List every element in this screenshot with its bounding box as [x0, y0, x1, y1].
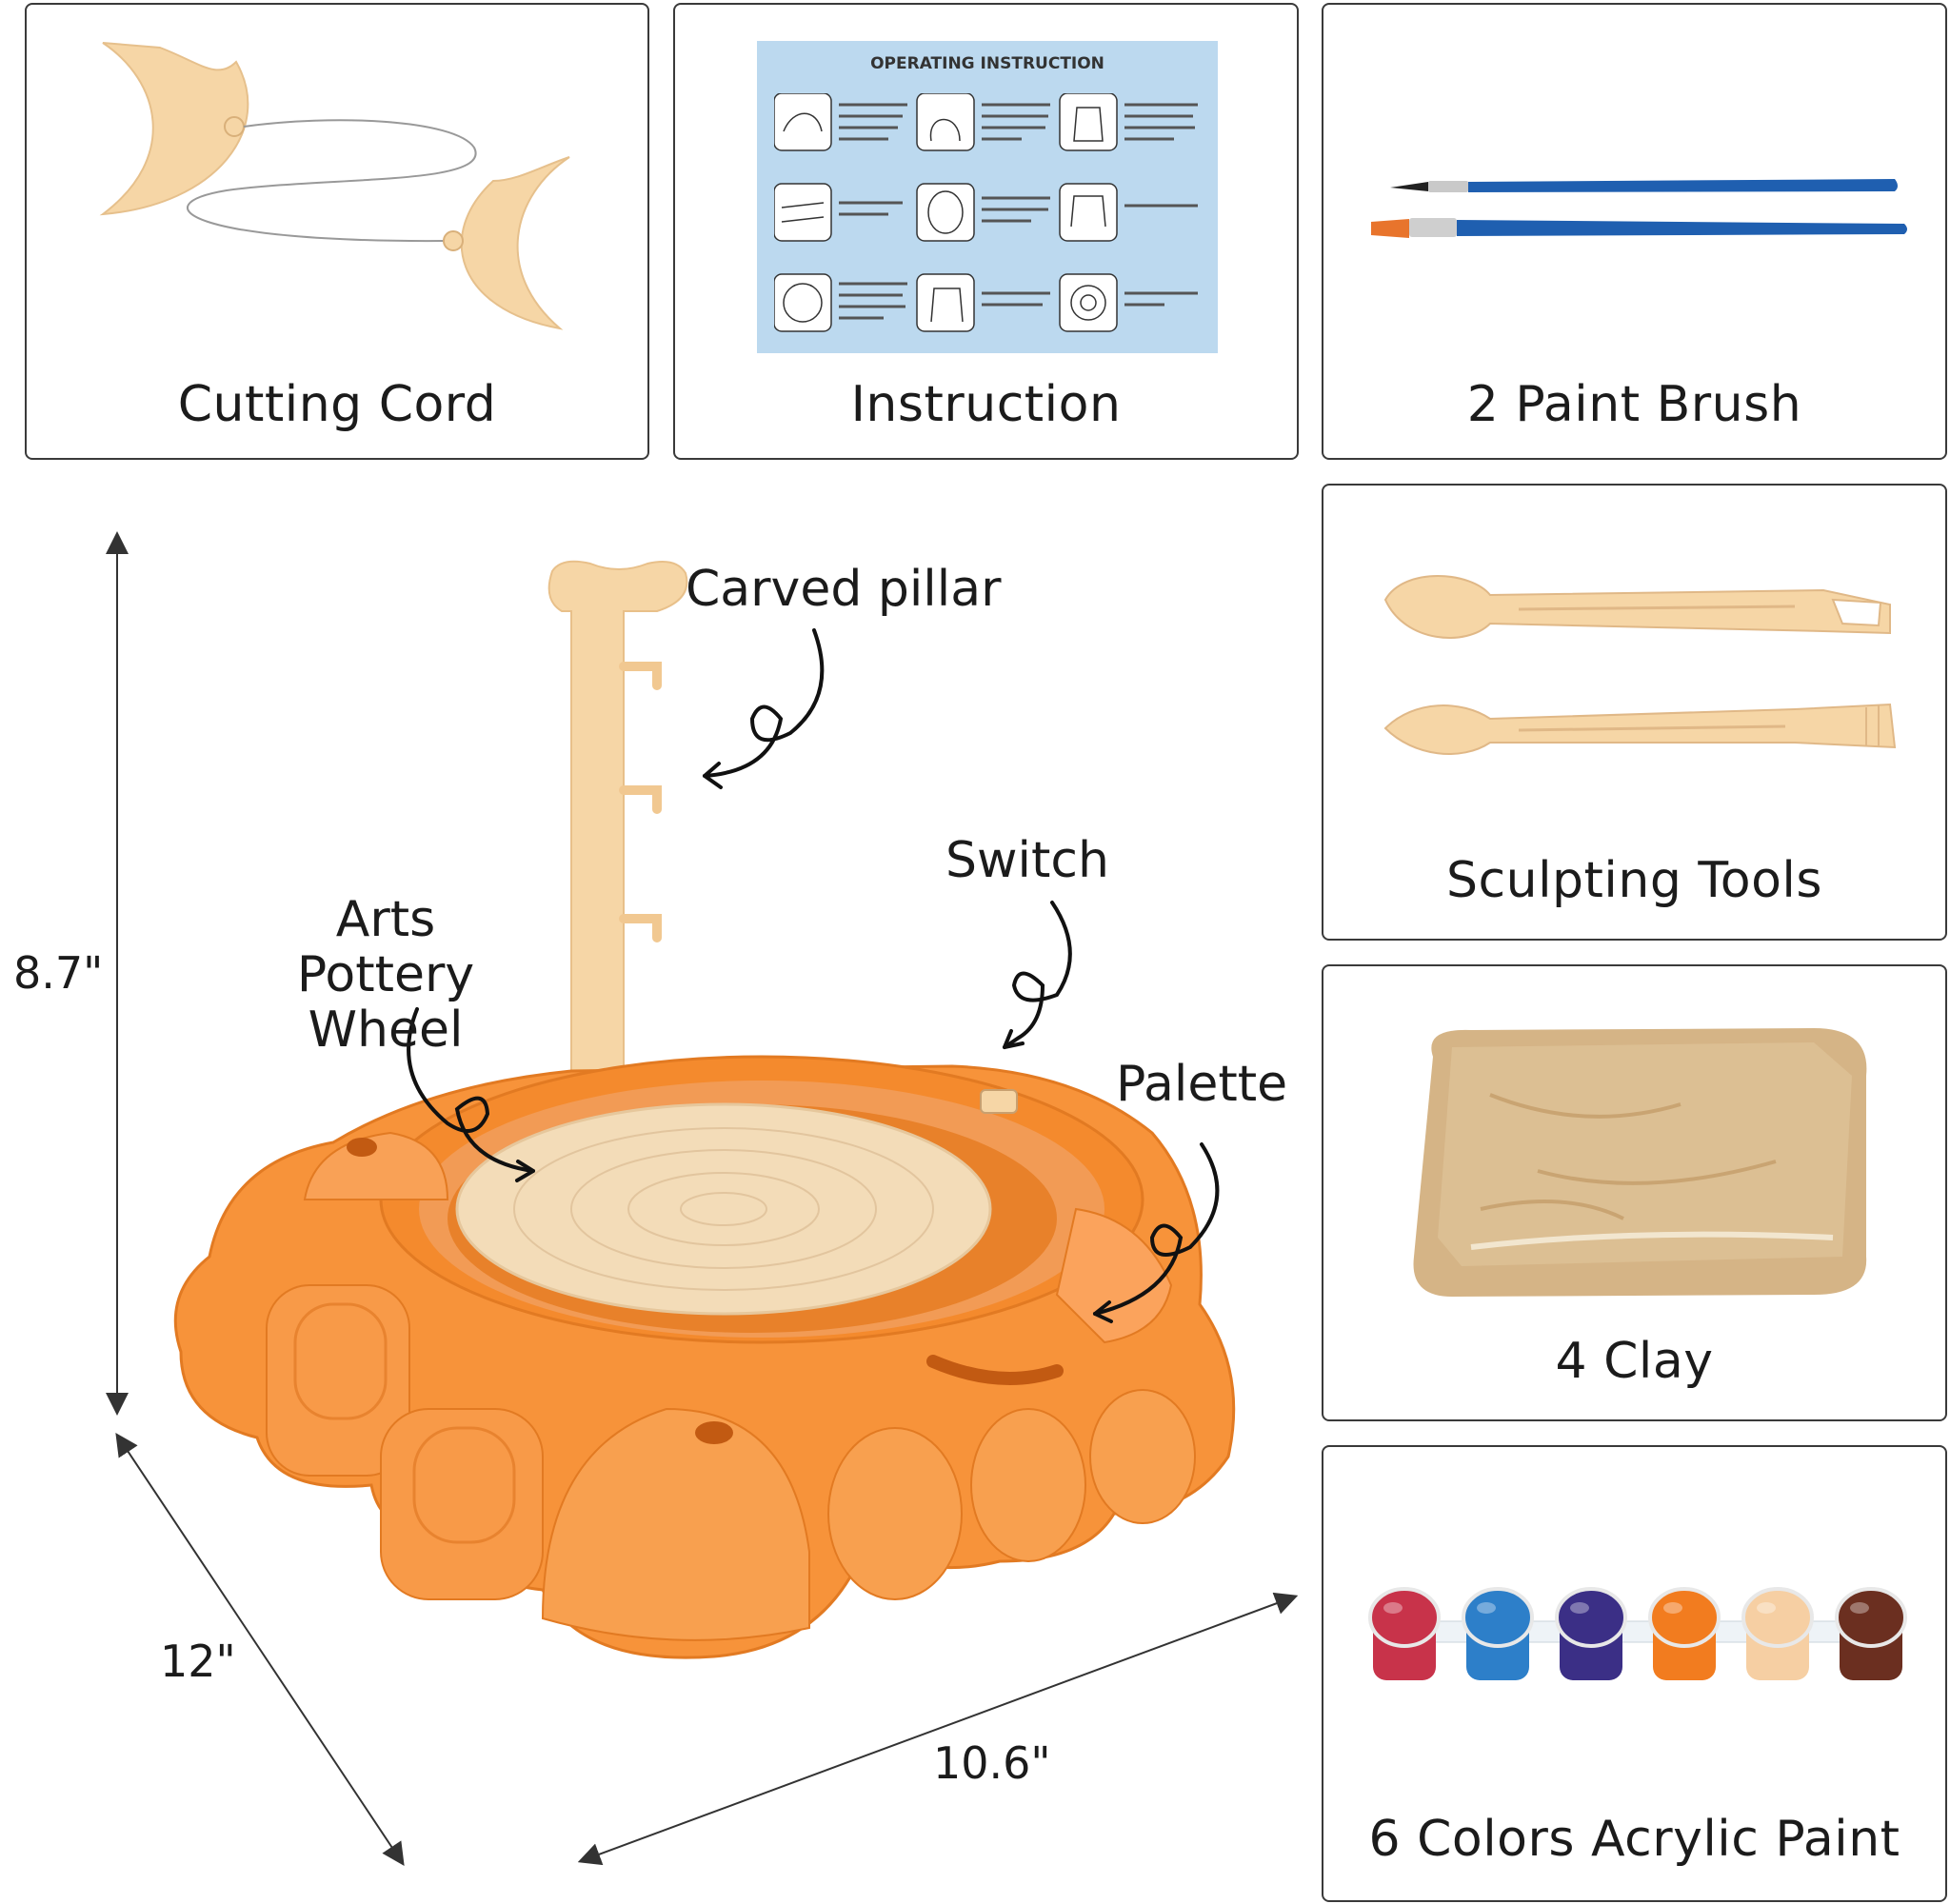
acrylic-paint-label: 6 Colors Acrylic Paint [1368, 1811, 1900, 1868]
height-dimension: 8.7" [13, 947, 104, 999]
instruction-sheet: OPERATING INSTRUCTION [757, 41, 1218, 353]
paint-strip [1380, 1620, 1896, 1643]
card-clay: 4 Clay [1322, 964, 1947, 1421]
cutting-cord-label: Cutting Cord [177, 376, 497, 433]
carved-pillar [547, 560, 688, 1086]
paint-pot-orange [1648, 1587, 1721, 1680]
paint-pot-peach [1741, 1587, 1814, 1680]
clay-label: 4 Clay [1555, 1333, 1714, 1390]
dimension-arrows [106, 531, 1299, 1866]
switch-label: Switch [945, 832, 1109, 889]
palette-pointer [1093, 1142, 1220, 1316]
sculpting-tools-image [1383, 575, 1897, 755]
palette-label: Palette [1116, 1056, 1288, 1113]
arts-pottery-wheel-pointer [407, 1007, 535, 1173]
carved-pillar-label: Carved pillar [686, 561, 1002, 618]
paint-pots-image [1368, 1587, 1907, 1680]
carved-pillar-pointer [703, 628, 825, 778]
switch-button [980, 1089, 1018, 1114]
instruction-sheet-title: OPERATING INSTRUCTION [870, 54, 1104, 73]
pottery-wheel-image [173, 560, 1236, 1659]
paint-pot-red [1368, 1587, 1441, 1680]
instruction-label: Instruction [850, 376, 1122, 433]
paint-pot-blue [1462, 1587, 1534, 1680]
arts-pottery-wheel-label: Arts Pottery Wheel [296, 891, 475, 1059]
sculpting-tool-2 [1383, 703, 1897, 755]
paint-brushes-image [1371, 179, 1907, 238]
round-brush [1390, 179, 1898, 192]
palette-tray [1055, 1207, 1173, 1344]
depth-arrow [115, 1433, 405, 1866]
flat-brush [1371, 218, 1907, 238]
wheel-base [173, 1055, 1236, 1659]
paint-pot-purple [1555, 1587, 1627, 1680]
width-arrow [577, 1592, 1299, 1866]
card-acrylic-paint: 6 Colors Acrylic Paint [1322, 1445, 1947, 1902]
sculpting-tool-1 [1383, 575, 1891, 639]
card-cutting-cord: Cutting Cord [25, 3, 649, 460]
instruction-steps-grid [774, 93, 1198, 332]
sculpting-tools-label: Sculpting Tools [1446, 852, 1822, 909]
switch-pointer [1003, 901, 1072, 1049]
depth-dimension: 12" [160, 1636, 236, 1687]
card-sculpting-tools: Sculpting Tools [1322, 484, 1947, 941]
width-dimension: 10.6" [933, 1737, 1051, 1789]
paint-pot-brown [1835, 1587, 1907, 1680]
clay-block-image [1413, 1028, 1867, 1297]
cutting-cord-image [99, 41, 570, 330]
turntable-plate [455, 1102, 992, 1316]
card-instruction: OPERATING INSTRUCTION [673, 3, 1299, 460]
card-paint-brush: 2 Paint Brush [1322, 3, 1947, 460]
paint-brush-label: 2 Paint Brush [1466, 376, 1802, 433]
